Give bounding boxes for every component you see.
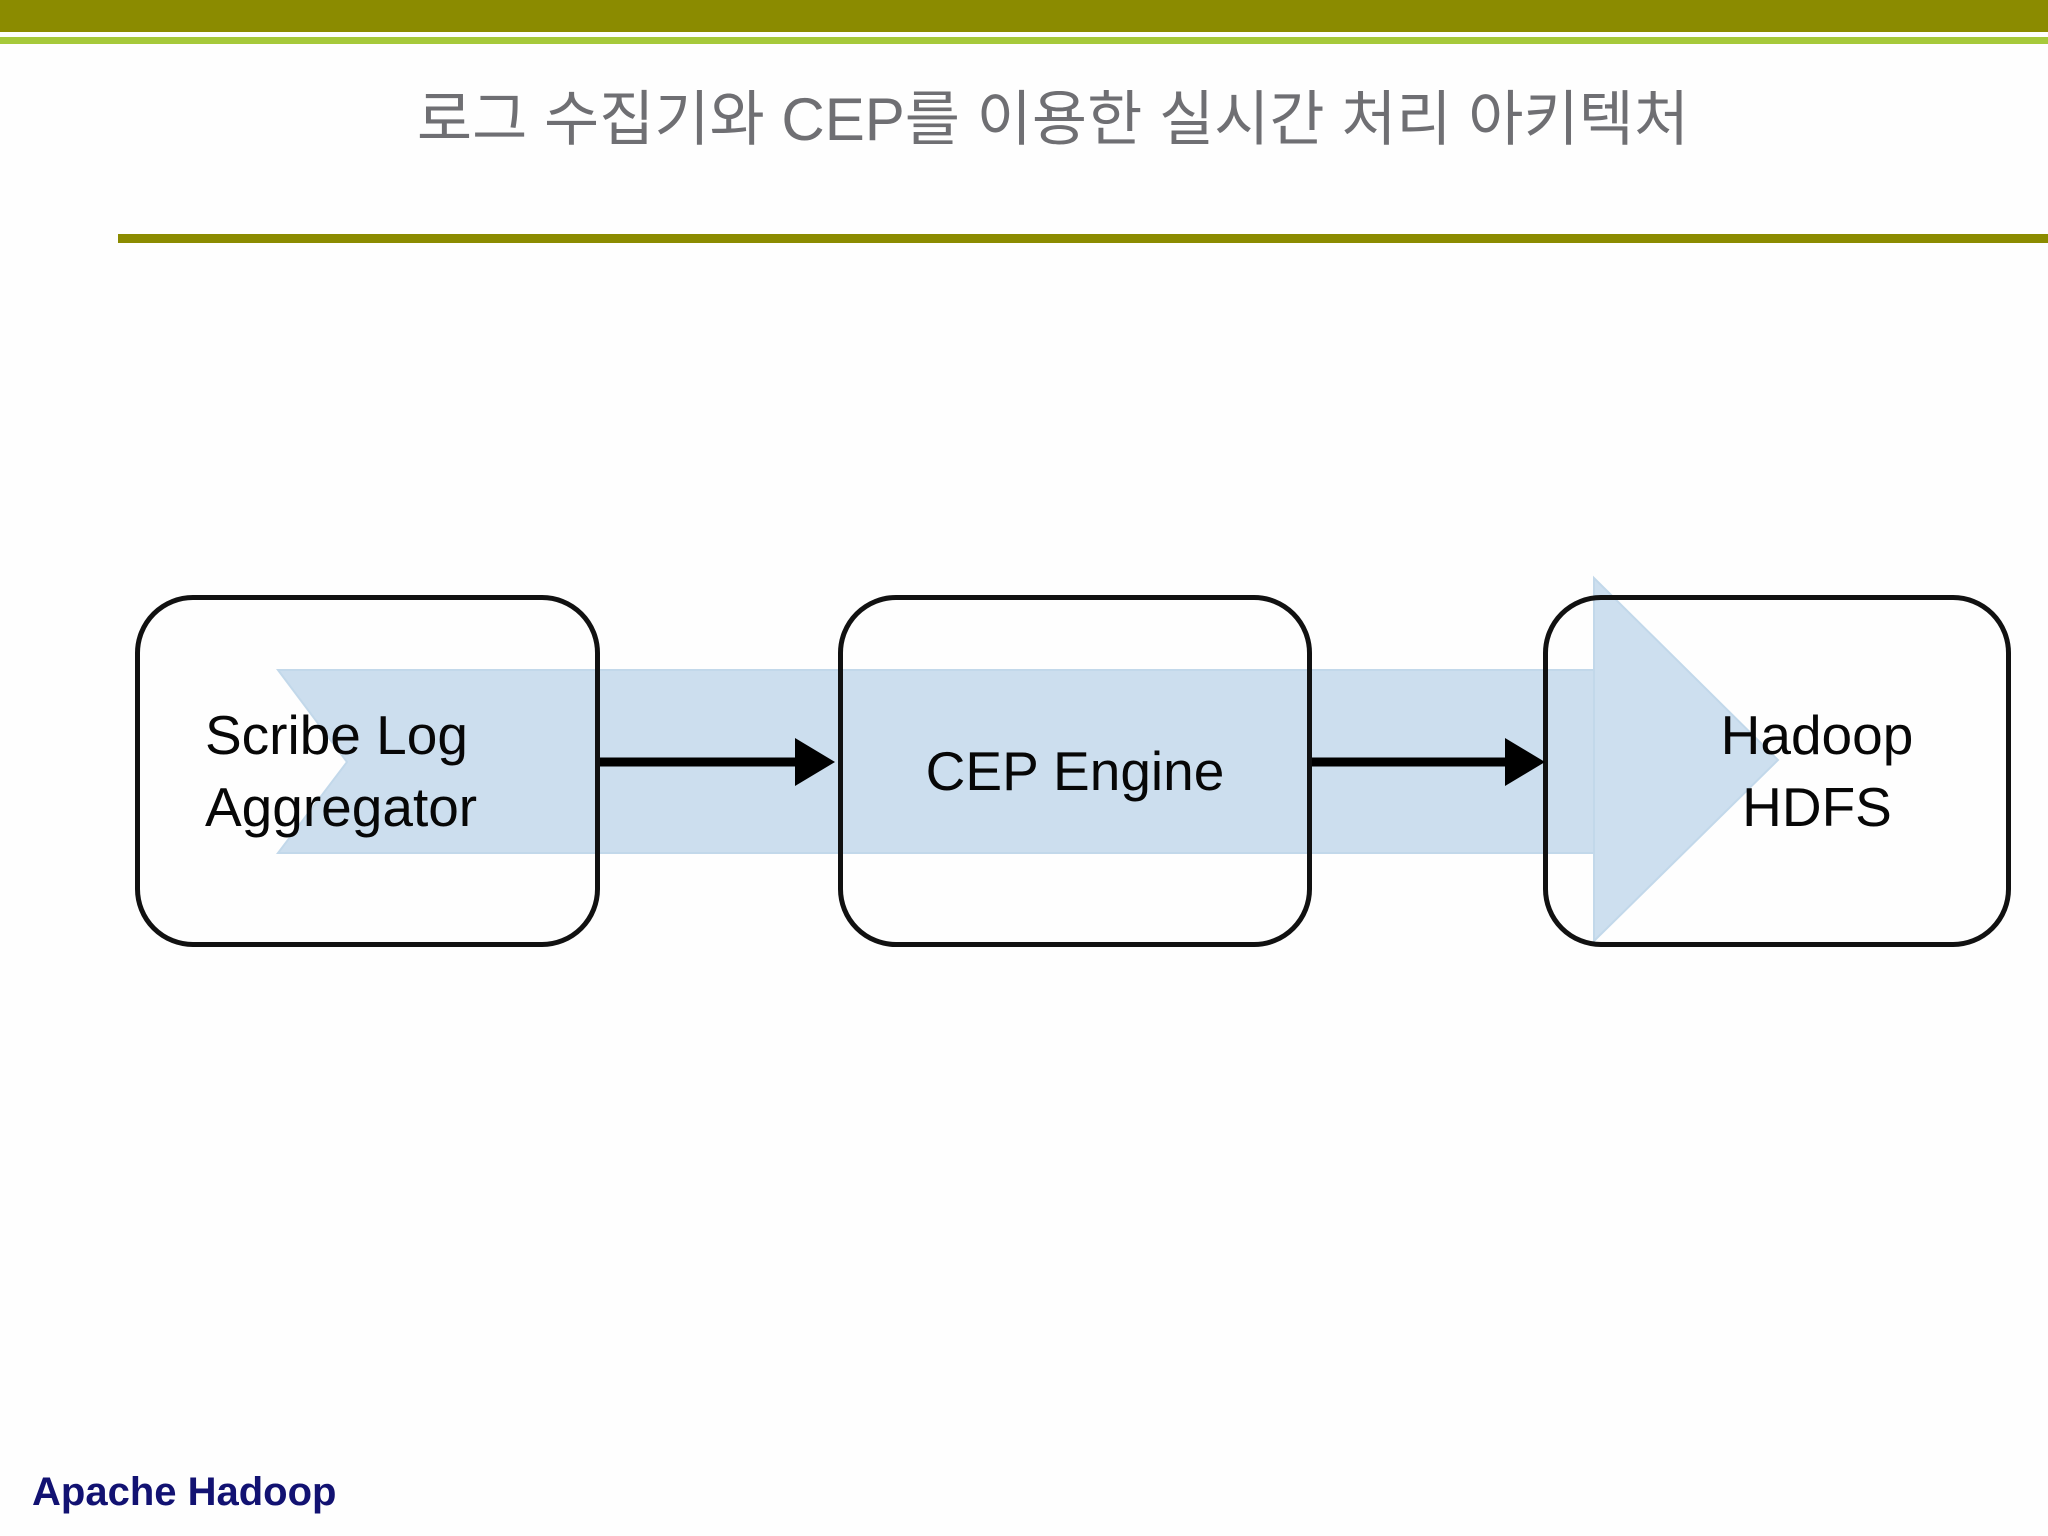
top-green-band <box>0 37 2048 44</box>
node-box-cep[interactable] <box>838 595 1312 947</box>
top-olive-band <box>0 0 2048 32</box>
node-box-scribe[interactable] <box>135 595 600 947</box>
connector-cep-to-hadoop <box>1312 738 1545 786</box>
page-title: 로그 수집기와 CEP를 이용한 실시간 처리 아키텍처 <box>416 86 1690 153</box>
connector-scribe-to-cep <box>600 738 835 786</box>
node-box-hadoop[interactable] <box>1543 595 2011 947</box>
title-underline-rule <box>118 234 2048 243</box>
footer-brand-label: Apache Hadoop <box>32 1470 337 1514</box>
